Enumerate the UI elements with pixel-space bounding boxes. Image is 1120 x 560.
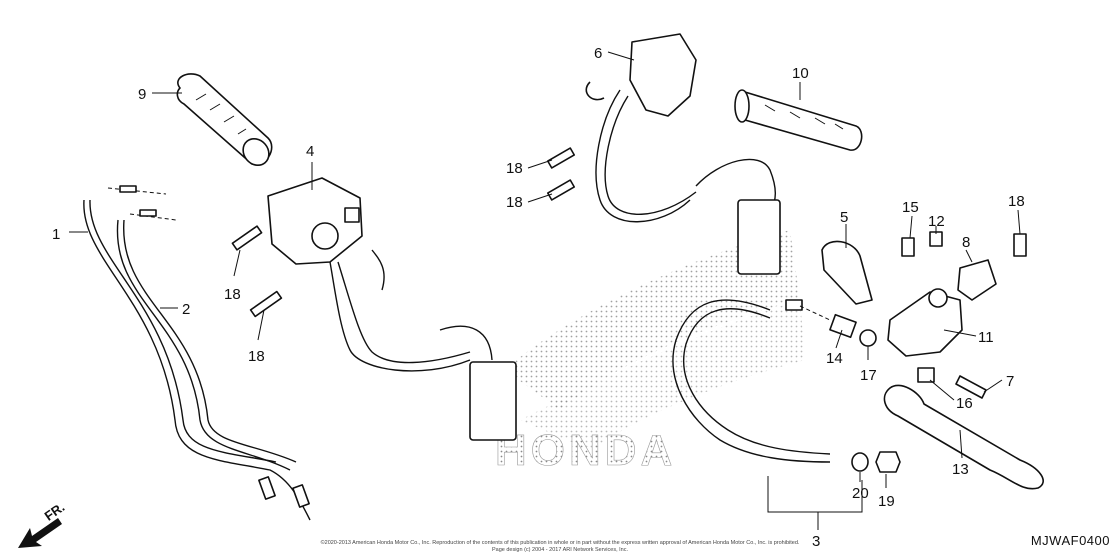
callout-11: 11: [978, 329, 994, 346]
copyright-line-2: Page design (c) 2004 - 2017 ARI Network …: [491, 547, 629, 553]
right-switch-housing: [585, 33, 776, 223]
bolt-18: [231, 225, 263, 251]
bolt-18: [249, 290, 283, 318]
callout-18: 18: [224, 286, 241, 303]
callout-1: 1: [52, 226, 60, 243]
clutch-cable: [672, 299, 831, 463]
callout-5: 5: [840, 209, 848, 226]
callout-10: 10: [792, 65, 809, 82]
lever-holder: [957, 259, 997, 301]
front-direction-arrow-icon: [18, 518, 62, 548]
clutch-lever-bracket: [887, 288, 963, 357]
bolt-18: [546, 179, 576, 201]
honda-wing-watermark: [505, 230, 800, 410]
callout-7: 7: [1006, 373, 1014, 390]
left-grip: [176, 73, 273, 167]
callout-18: 18: [248, 348, 265, 365]
lever-boot: [821, 240, 873, 305]
nut-16: [917, 367, 935, 383]
nut-17: [859, 329, 877, 347]
clutch-lever: [883, 384, 1044, 490]
bolt-21: [1013, 233, 1027, 257]
honda-watermark-text: HONDA: [495, 426, 676, 475]
callout-20: 20: [852, 485, 869, 502]
callout-8: 8: [962, 234, 970, 251]
callout-4: 4: [306, 143, 314, 160]
callout-9: 9: [138, 86, 146, 103]
callout-19: 19: [878, 493, 895, 510]
left-switch-housing: [267, 177, 471, 372]
copyright-notice: ©2020-2013 American Honda Motor Co., Inc…: [300, 540, 820, 554]
right-grip: [734, 89, 863, 151]
callout-2: 2: [182, 301, 190, 318]
callout-14: 14: [826, 350, 843, 367]
switch-7: [955, 375, 987, 399]
copyright-line-1: ©2020-2013 American Honda Motor Co., Inc…: [320, 540, 800, 546]
callout-18: 18: [506, 194, 523, 211]
callout-15: 15: [902, 199, 919, 216]
callout-6: 6: [594, 45, 602, 62]
honda-wing-watermark: [520, 300, 805, 450]
pin-12: [929, 231, 943, 247]
pivot-14: [829, 313, 857, 339]
callout-12: 12: [928, 213, 945, 230]
washer-20: [851, 452, 869, 472]
nut-19: [875, 451, 901, 473]
right-switch-connector: [737, 199, 781, 275]
callout-13: 13: [952, 461, 969, 478]
bolt-15: [901, 237, 915, 257]
bolt-18: [546, 147, 576, 169]
callout-21: 18: [1008, 193, 1025, 210]
callout-18: 18: [506, 160, 523, 177]
diagram-code: MJWAF0400: [1030, 533, 1110, 548]
throttle-cables: [83, 185, 311, 521]
callout-17: 17: [860, 367, 877, 384]
left-switch-connector: [469, 361, 517, 441]
callout-3: 3: [812, 533, 820, 550]
callout-16: 16: [956, 395, 973, 412]
